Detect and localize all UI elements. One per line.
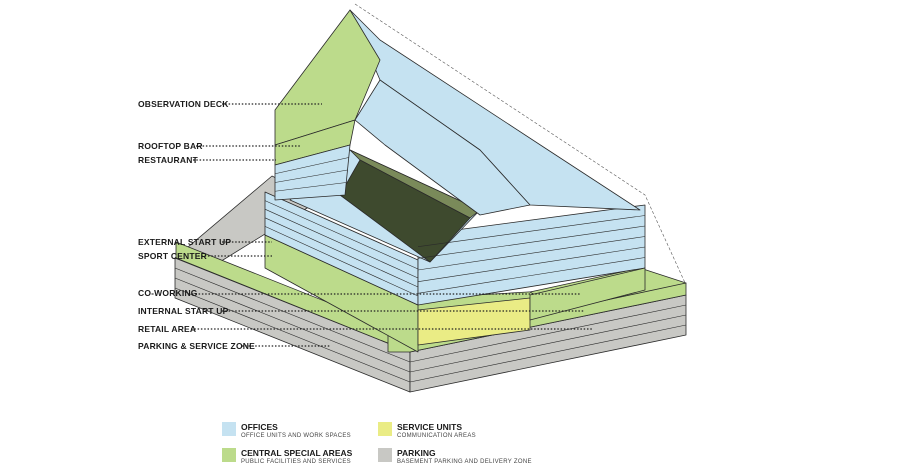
legend-parking-subtitle: BASEMENT PARKING AND DELIVERY ZONE (397, 459, 532, 465)
label-observation-deck: OBSERVATION DECK (138, 99, 229, 109)
floor-line-left (264, 226, 419, 297)
courtyard-opening (339, 159, 471, 263)
floor-line-left (264, 217, 419, 288)
floor-line-right (417, 215, 646, 247)
legend-central: CENTRAL SPECIAL AREAS PUBLIC FACILITIES … (222, 448, 352, 467)
label-restaurant: RESTAURANT (138, 155, 198, 165)
parking-line-left (174, 267, 411, 363)
tower-floor-line (274, 182, 347, 192)
label-rooftop-bar: ROOFTOP BAR (138, 141, 203, 151)
tower-left-face (274, 144, 351, 201)
parking-line-right (409, 314, 687, 373)
central-swatch (222, 448, 236, 462)
site-outline (354, 3, 687, 286)
parking-line-right (409, 304, 687, 363)
legend-service-title: SERVICE UNITS (397, 422, 463, 432)
tower-floor-line (274, 169, 348, 183)
office-block-right (417, 204, 646, 346)
legend-parking: PARKING BASEMENT PARKING AND DELIVERY ZO… (378, 448, 532, 467)
label-internal-start-up: INTERNAL START UP (138, 306, 229, 316)
floor-line-left (264, 208, 419, 279)
parking-line-left (174, 277, 411, 373)
legend-offices: OFFICES OFFICE UNITS AND WORK SPACES (222, 422, 351, 441)
parking-line-left (174, 287, 411, 383)
tower-floor-line (274, 157, 349, 175)
parking-line-right (409, 324, 687, 383)
legend-parking-title: PARKING (397, 448, 436, 458)
label-external-start-up: EXTERNAL START UP (138, 237, 232, 247)
legend-central-subtitle: PUBLIC FACILITIES AND SERVICES (241, 459, 351, 465)
floor-line-right (417, 236, 646, 271)
label-retail-area: RETAIL AREA (138, 324, 197, 334)
floor-line-right (417, 246, 646, 282)
label-sport-center: SPORT CENTER (138, 251, 207, 261)
parking-swatch (378, 448, 392, 462)
service-unit-face (417, 297, 531, 346)
floor-line-right (417, 225, 646, 259)
legend-offices-subtitle: OFFICE UNITS AND WORK SPACES (241, 433, 351, 439)
legend-central-title: CENTRAL SPECIAL AREAS (241, 448, 353, 458)
floor-line-left (264, 200, 419, 270)
legend-service-subtitle: COMMUNICATION AREAS (397, 433, 476, 439)
right-green-band (529, 267, 646, 321)
service-swatch (378, 422, 392, 436)
floor-line-right (417, 257, 646, 294)
offices-swatch (222, 422, 236, 436)
tower (274, 9, 641, 216)
label-co-working: CO-WORKING (138, 288, 198, 298)
legend-service: SERVICE UNITS COMMUNICATION AREAS (378, 422, 476, 441)
label-parking-service-zone: PARKING & SERVICE ZONE (138, 341, 255, 351)
leader-lines (191, 3, 687, 347)
legend-offices-title: OFFICES (241, 422, 278, 432)
